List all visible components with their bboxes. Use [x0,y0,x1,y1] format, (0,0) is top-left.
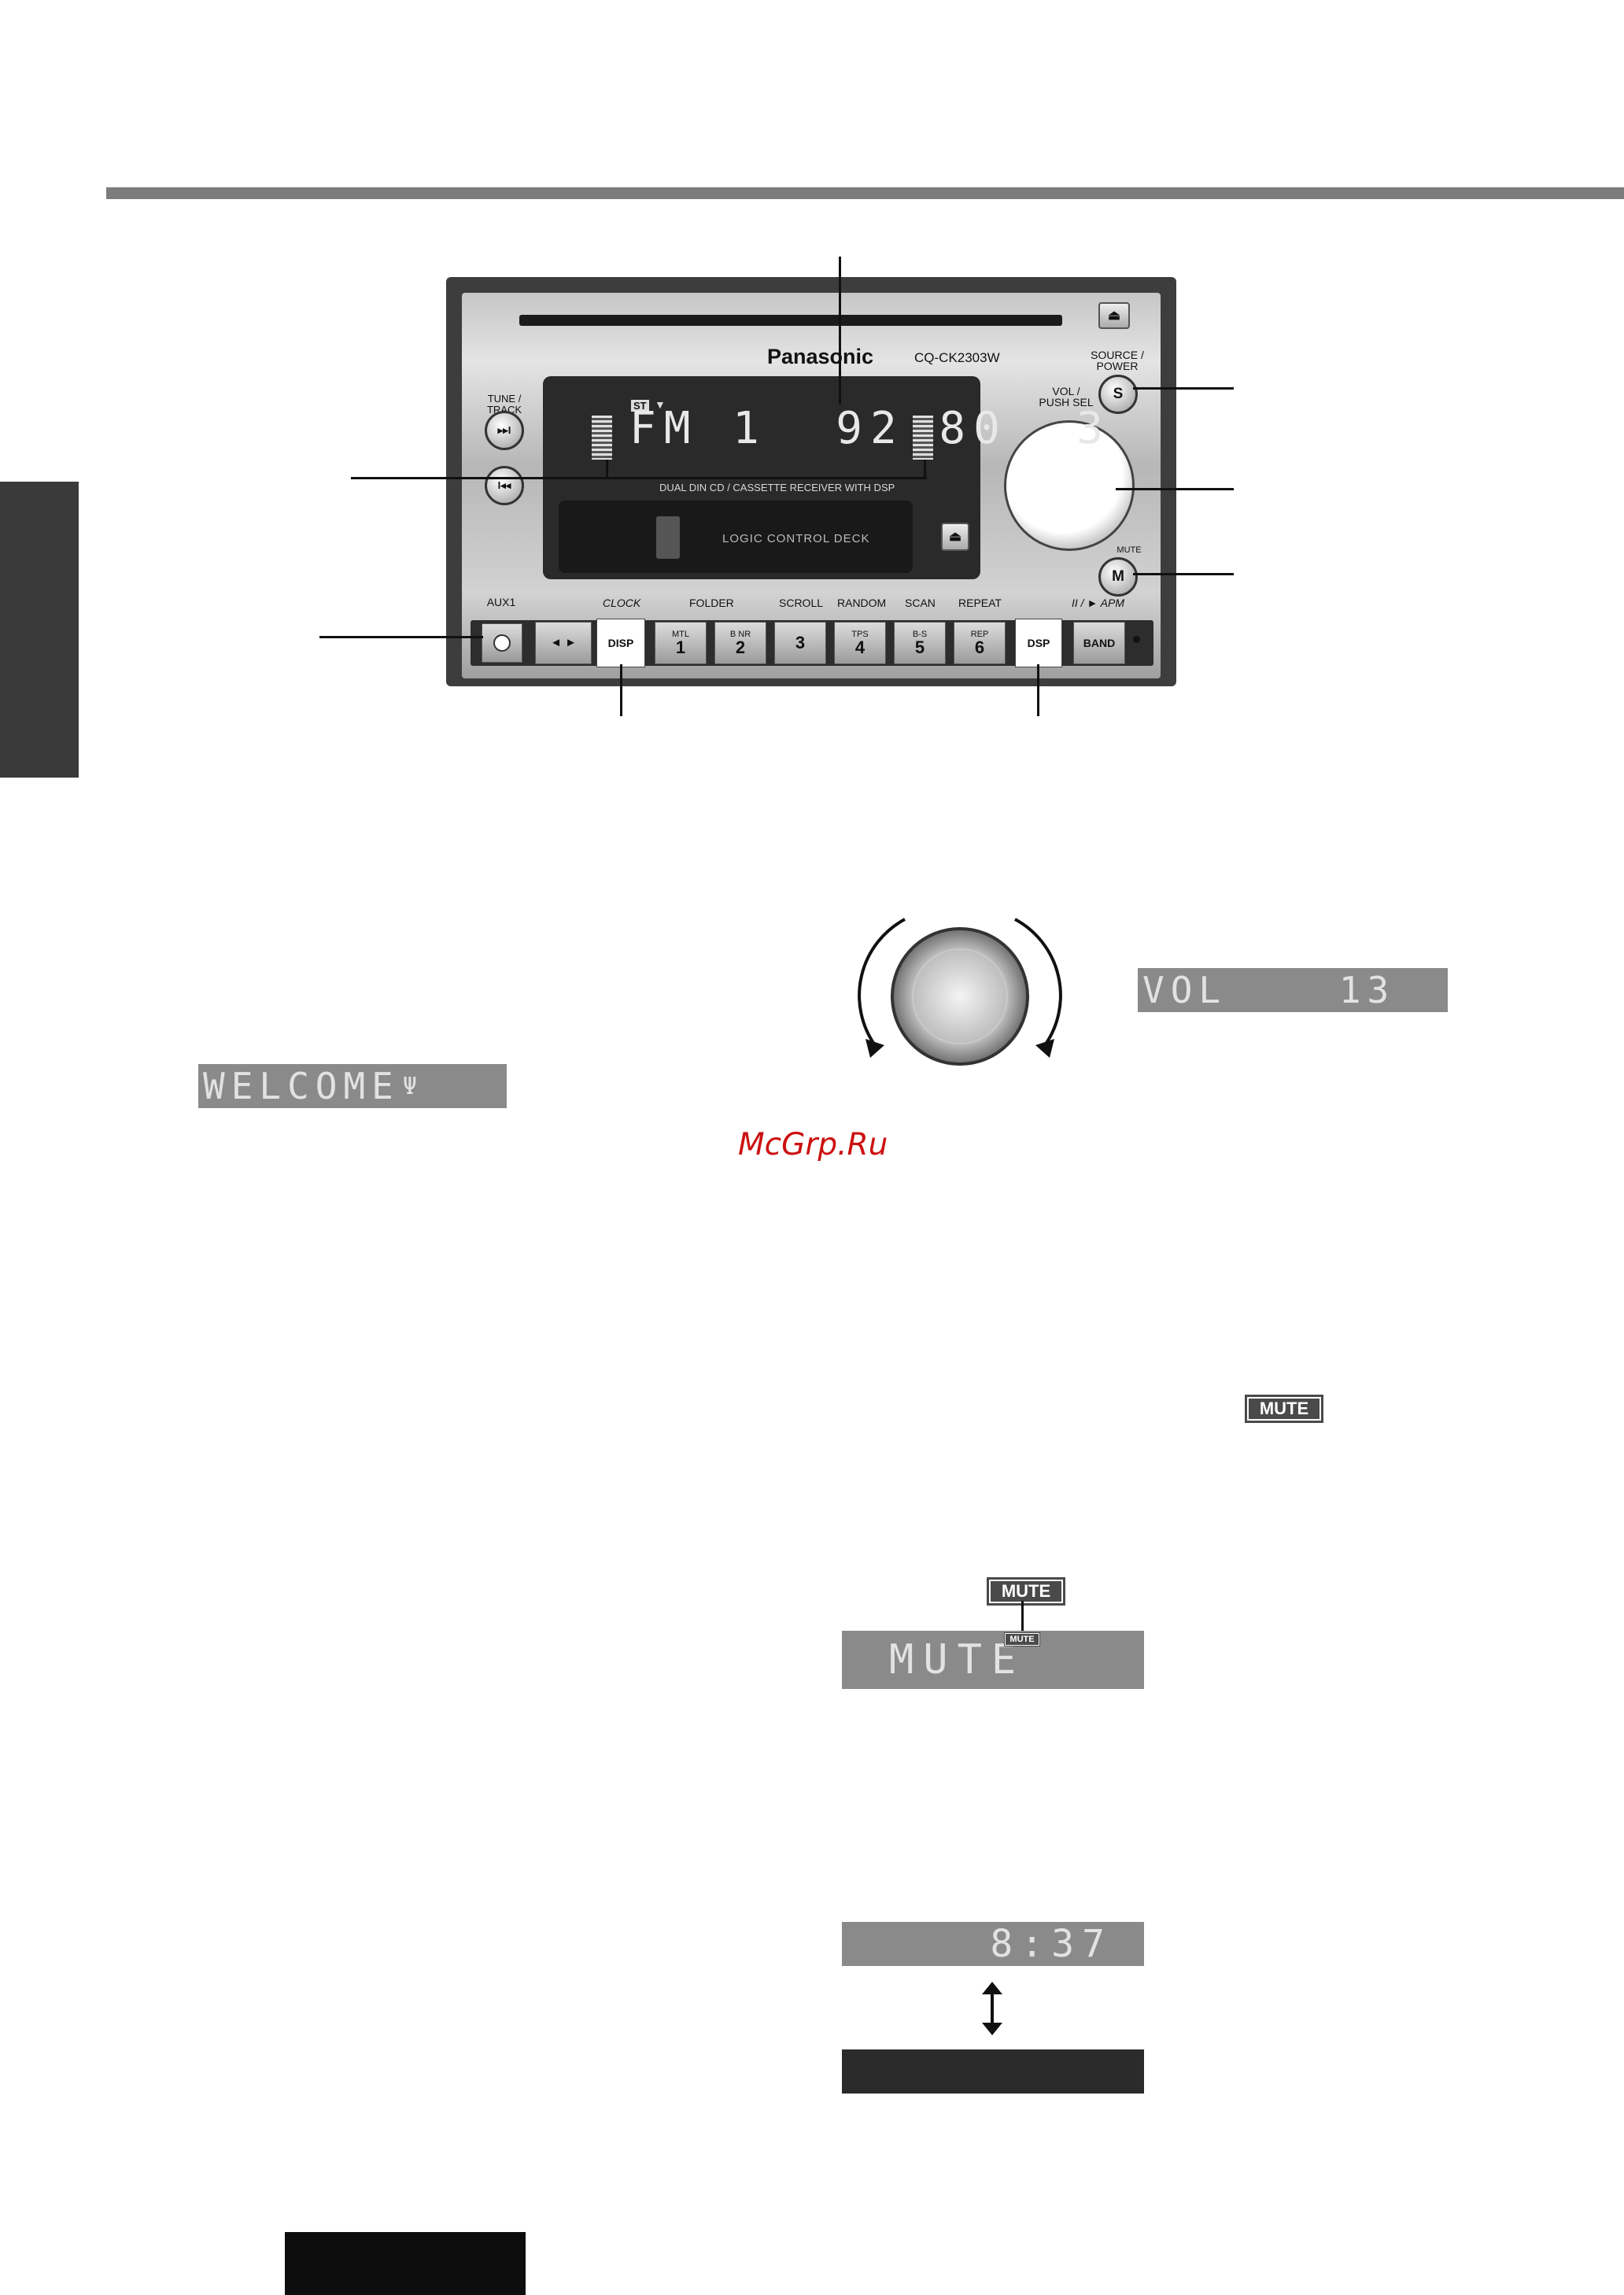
mute-indicator: MUTE [1245,1395,1323,1423]
repeat-label: REPEAT [958,597,1002,609]
random-label: RANDOM [837,597,887,609]
preset-3-button[interactable]: 3 [774,622,826,664]
aux-jack[interactable] [482,623,522,663]
seek-button[interactable]: ◄ ► [535,622,592,664]
mute-label: MUTE [1116,545,1142,555]
cassette-deck [559,501,913,573]
lcd-level-meter-left [592,416,612,460]
scroll-label: SCROLL [779,597,824,609]
band-button[interactable]: BAND [1073,622,1125,664]
signal-triangle-icon: ▼ [655,398,666,411]
disp-button[interactable]: DISP [596,619,645,667]
callout-meter-right [924,460,926,479]
source-power-label: SOURCE / POWER [1091,349,1144,372]
display-off-panel [842,2049,1144,2094]
welcome-display-text: WELCOME [203,1065,400,1107]
stereo-badge: ST [631,400,649,412]
scan-label: SCAN [905,597,936,609]
side-tab [0,482,79,778]
mute-callout-line [1021,1601,1024,1632]
model-number: CQ-CK2303W [914,350,1000,365]
volume-rotation-diagram [858,918,1062,1066]
apm-label: II / ► APM [1072,597,1125,609]
antenna-icon: Ψ [402,1072,423,1100]
tune-down-button[interactable]: I◂◂ [485,466,524,505]
mute-display-text: MUTE [889,1636,1026,1683]
callout-meters-h [351,477,927,479]
mute-callout-badge: MUTE [987,1577,1065,1606]
mute-button[interactable]: M [1098,557,1138,597]
aux-jack-icon [493,634,511,652]
cd-slot [519,315,1062,326]
indicator-dot-icon [1133,636,1140,643]
callout-source [1133,387,1234,390]
dsp-button[interactable]: DSP [1015,619,1062,667]
source-power-button[interactable]: S [1098,375,1138,414]
tape-eject-button[interactable]: ⏏ [941,523,969,551]
callout-mute [1133,573,1234,575]
lcd-level-meter-right [913,416,933,460]
volume-knob[interactable] [1004,420,1135,551]
deck-label: LOGIC CONTROL DECK [722,532,870,545]
callout-display [839,257,841,405]
cd-eject-button[interactable]: ⏏ [1098,302,1130,329]
mute-display: MUTE [842,1631,1144,1689]
rotate-right-arrow-icon [1014,918,1062,1047]
clock-label: CLOCK [603,597,641,609]
rotate-left-arrow-icon [858,918,906,1047]
clock-display: 8:37 [842,1922,1144,1966]
rotate-left-arrowhead-icon [866,1039,884,1058]
rotate-right-arrowhead-icon [1035,1039,1054,1058]
vol-push-sel-label: VOL / PUSH SEL [1039,385,1094,408]
mute-display-badge: MUTE [1004,1632,1040,1646]
cassette-door [656,516,680,559]
callout-dsp [1037,664,1039,716]
clock-display-text: 8:37 [990,1922,1113,1966]
aux-label: AUX1 [486,596,516,608]
welcome-display: WELCOME Ψ [198,1064,507,1108]
callout-aux [319,636,483,638]
lcd-frequency: FM 1 92.80 3 [629,403,1112,454]
lcd-subtitle: DUAL DIN CD / CASSETTE RECEIVER WITH DSP [659,482,895,493]
brand-logo: Panasonic [767,345,874,368]
header-rule [106,187,1624,199]
watermark: McGrp.Ru [738,1127,888,1162]
toggle-arrow-icon [982,1982,1002,2035]
page-footer-tab [285,2232,526,2295]
volume-display: VOL 13 [1138,968,1448,1012]
folder-label: FOLDER [689,597,734,609]
callout-disp [620,664,622,716]
callout-meter-left [606,460,608,479]
tune-up-button[interactable]: ▸▸I [485,411,524,450]
callout-volume [1116,488,1234,490]
